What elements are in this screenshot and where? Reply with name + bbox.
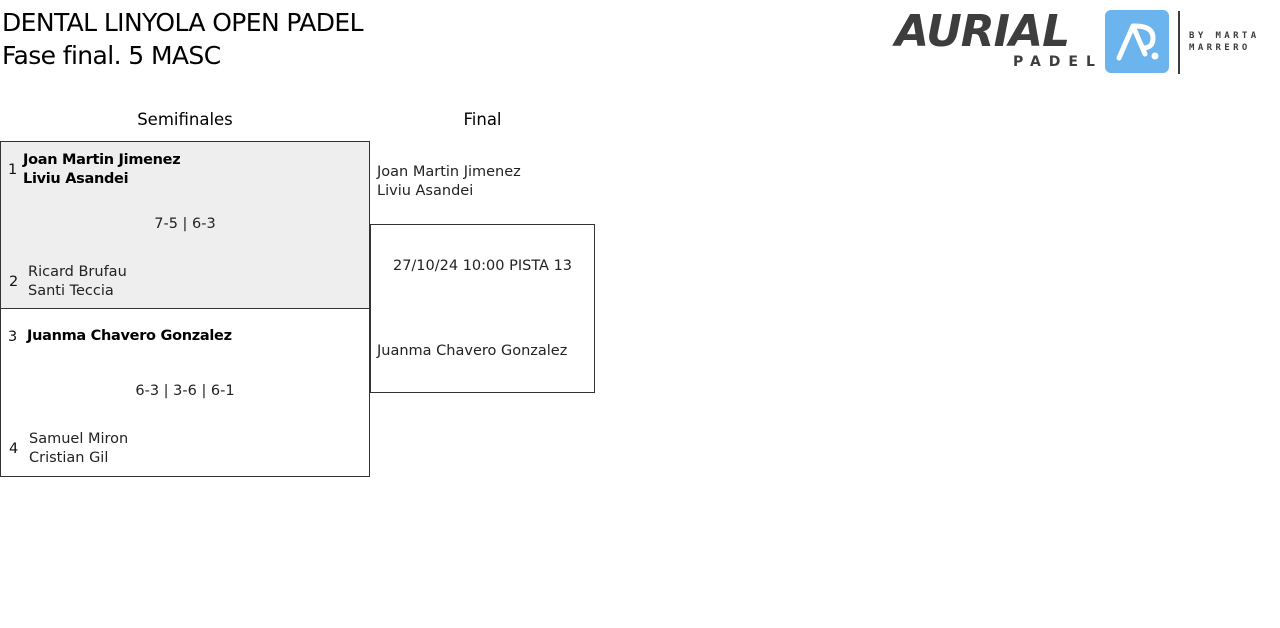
final-team-b: Juanma Chavero Gonzalez (377, 342, 567, 361)
final-team-a: Joan Martin Jimenez Liviu Asandei (377, 163, 521, 201)
aurial-padel-logo: AURIAL PADEL BY MARTA MARRERO (895, 8, 1275, 76)
team-players: Ricard Brufau Santi Teccia (28, 263, 127, 301)
final-match[interactable]: 27/10/24 10:00 PISTA 13 Juanma Chavero G… (370, 224, 595, 393)
player-name: Juanma Chavero Gonzalez (27, 328, 232, 344)
player-name: Samuel Miron (29, 431, 129, 447)
round-heading-semifinals: Semifinales (137, 110, 233, 129)
player-name: Cristian Gil (29, 450, 109, 466)
semifinal-match-1[interactable]: 1 Joan Martin Jimenez Liviu Asandei 7-5 … (0, 141, 370, 310)
logo-divider (1178, 11, 1180, 74)
team-players: Juanma Chavero Gonzalez (27, 327, 232, 346)
team-seed-3: 3 Juanma Chavero Gonzalez (1, 327, 369, 346)
player-name: Liviu Asandei (377, 183, 474, 199)
tournament-title: DENTAL LINYOLA OPEN PADEL (2, 8, 364, 37)
team-players: Samuel Miron Cristian Gil (29, 430, 128, 468)
round-heading-final: Final (463, 110, 502, 129)
logo-subtitle: PADEL (1013, 54, 1103, 70)
semifinal-match-2[interactable]: 3 Juanma Chavero Gonzalez 6-3 | 3-6 | 6-… (0, 308, 370, 477)
logo-byline: BY MARTA MARRERO (1189, 31, 1260, 53)
logo-wordmark: AURIAL (895, 6, 1070, 57)
seed-number: 1 (8, 162, 18, 178)
match-score: 6-3 | 3-6 | 6-1 (135, 383, 235, 399)
team-seed-1: 1 Joan Martin Jimenez Liviu Asandei (1, 151, 369, 189)
match-score: 7-5 | 6-3 (154, 216, 216, 232)
team-seed-2: 2 Ricard Brufau Santi Teccia (1, 263, 369, 301)
seed-number: 2 (9, 274, 19, 290)
seed-number: 3 (8, 328, 18, 345)
player-name: Juanma Chavero Gonzalez (377, 343, 568, 359)
logo-ap-badge-icon (1105, 10, 1169, 73)
player-name: Joan Martin Jimenez (23, 152, 181, 168)
phase-subtitle: Fase final. 5 MASC (2, 41, 221, 70)
seed-number: 4 (9, 441, 19, 457)
player-name: Joan Martin Jimenez (377, 164, 521, 180)
team-seed-4: 4 Samuel Miron Cristian Gil (1, 430, 369, 468)
final-schedule: 27/10/24 10:00 PISTA 13 (392, 258, 573, 274)
team-players: Joan Martin Jimenez Liviu Asandei (23, 151, 181, 189)
player-name: Ricard Brufau (28, 264, 127, 280)
player-name: Santi Teccia (28, 283, 114, 299)
player-name: Liviu Asandei (23, 171, 129, 187)
